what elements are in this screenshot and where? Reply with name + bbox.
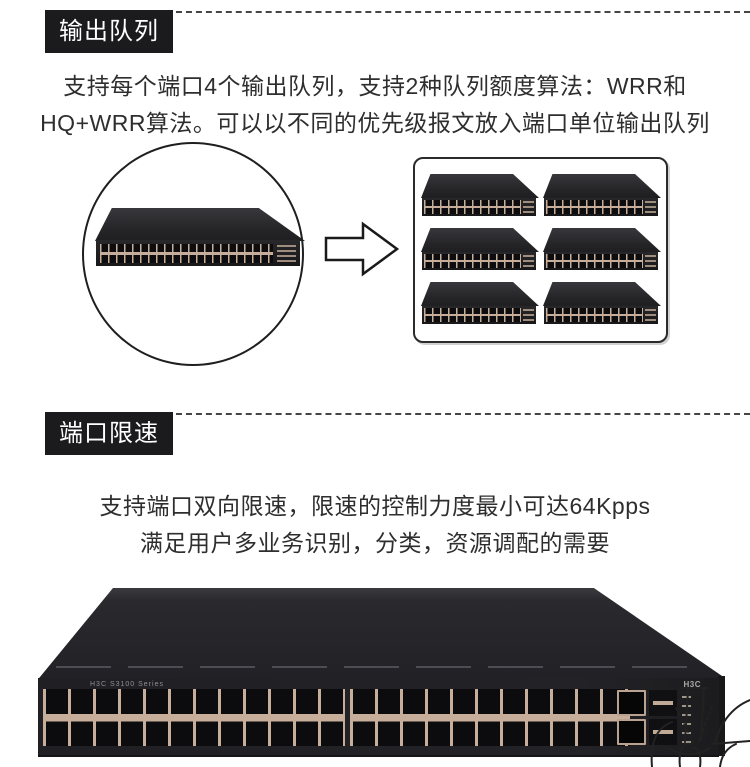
switch-front xyxy=(543,197,659,216)
switch-ports xyxy=(423,308,522,322)
switch-top xyxy=(421,282,539,306)
source-switch-circle xyxy=(82,142,305,366)
description-line: HQ+WRR算法。可以以不同的优先级报文放入端口单位输出队列 xyxy=(40,110,710,136)
switch-ports xyxy=(545,254,644,268)
switch-chassis-seam xyxy=(55,666,705,668)
block-arrow-right-icon xyxy=(324,221,400,277)
switch-thumbnail xyxy=(421,282,539,324)
section-divider-dashed xyxy=(176,413,750,415)
switch-uplink xyxy=(523,308,534,322)
switch-thumbnail xyxy=(543,228,661,270)
rj45-port-icon xyxy=(617,719,646,745)
switch-front xyxy=(421,305,537,324)
switch-chassis-top xyxy=(39,588,725,678)
switch-thumbnail xyxy=(421,174,539,216)
switch-faceplate: H3C S3100 Series H3C xyxy=(38,678,719,757)
queue-switch-grid xyxy=(421,173,661,325)
switch-uplink xyxy=(645,254,656,268)
switch-ports xyxy=(545,200,644,214)
switch-top xyxy=(95,208,305,242)
section-title-port-rate-limit: 端口限速 xyxy=(45,412,173,455)
switch-ports xyxy=(100,244,274,263)
switch-ports xyxy=(423,200,522,214)
switch-thumbnail xyxy=(543,282,661,324)
switch-thumbnail xyxy=(95,208,305,266)
port-group-left xyxy=(43,689,345,746)
switch-front xyxy=(421,197,537,216)
faceplate-model-text: H3C S3100 Series xyxy=(90,681,164,688)
description-line: 支持每个端口4个输出队列，支持2种队列额度算法：WRR和 xyxy=(63,73,687,99)
switch-uplink xyxy=(645,308,656,322)
switch-front xyxy=(96,240,300,266)
switch-ports xyxy=(423,254,522,268)
port-group-right xyxy=(350,689,630,746)
switch-top xyxy=(543,174,661,198)
description-line: 支持端口双向限速，限速的控制力度最小可达64Kpps xyxy=(99,493,651,519)
output-queue-description: 支持每个端口4个输出队列，支持2种队列额度算法：WRR和 HQ+WRR算法。可以… xyxy=(0,68,750,142)
switch-thumbnail xyxy=(421,228,539,270)
section-divider-dashed xyxy=(176,11,750,13)
brand-logo: H3C xyxy=(683,680,701,689)
switch-thumbnail xyxy=(543,174,661,216)
switch-uplink xyxy=(523,200,534,214)
switch-product-photo: H3C S3100 Series H3C xyxy=(35,588,725,760)
switch-ports xyxy=(545,308,644,322)
switch-front xyxy=(421,251,537,270)
hand-sketch xyxy=(650,687,750,767)
switch-top xyxy=(543,282,661,306)
queue-box xyxy=(413,157,668,343)
switch-top xyxy=(421,228,539,252)
uplink-ports xyxy=(617,690,677,745)
description-line: 满足用户多业务识别，分类，资源调配的需要 xyxy=(140,530,610,556)
switch-uplink xyxy=(645,200,656,214)
port-rate-limit-description: 支持端口双向限速，限速的控制力度最小可达64Kpps 满足用户多业务识别，分类，… xyxy=(0,488,750,562)
switch-chassis-side xyxy=(718,676,725,756)
switch-uplink xyxy=(523,254,534,268)
switch-front xyxy=(543,305,659,324)
switch-uplink xyxy=(277,245,296,263)
sfp-port-icon xyxy=(648,690,677,716)
switch-top xyxy=(543,228,661,252)
rj45-port-icon xyxy=(617,690,646,716)
switch-front xyxy=(543,251,659,270)
switch-top xyxy=(421,174,539,198)
section-title-output-queue: 输出队列 xyxy=(45,10,173,53)
source-switch-slot xyxy=(95,208,305,266)
